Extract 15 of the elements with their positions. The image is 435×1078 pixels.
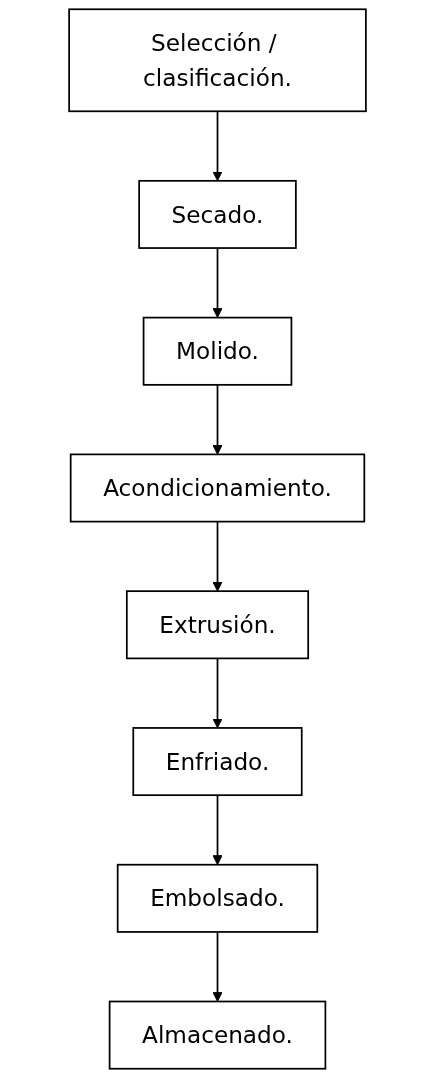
arrow <box>212 520 223 592</box>
arrow <box>212 794 223 866</box>
arrow <box>212 383 223 455</box>
node-box: Molido. <box>142 316 293 386</box>
node-box: Selección / clasificación. <box>68 8 367 113</box>
node-box: Almacenado. <box>108 1000 327 1070</box>
node-box: Secado. <box>138 179 297 249</box>
node-box: Embolsado. <box>116 863 319 933</box>
node-box: Enfriado. <box>132 727 303 797</box>
arrow <box>212 931 223 1002</box>
arrow <box>212 247 223 319</box>
arrow <box>212 657 223 729</box>
node-box: Extrusión. <box>125 590 310 660</box>
node-box: Acondicionamiento. <box>69 453 366 523</box>
arrow <box>212 110 223 182</box>
